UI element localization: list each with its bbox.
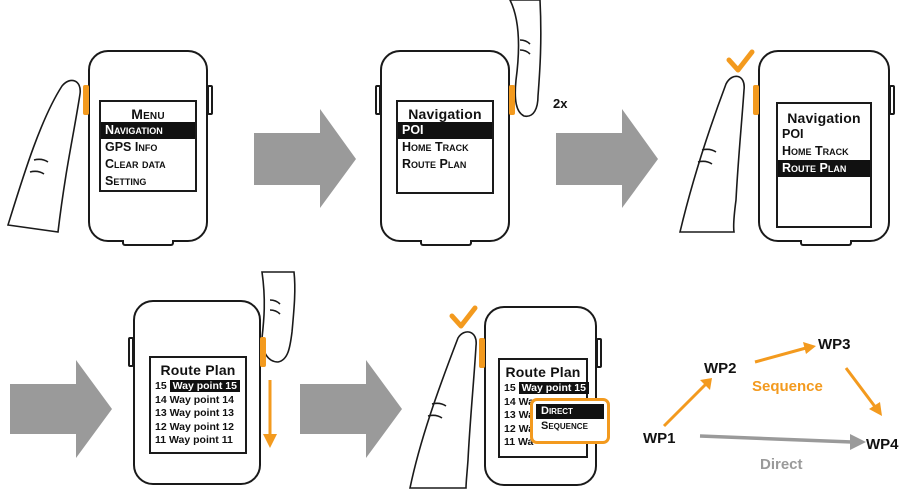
side-button[interactable] [753, 85, 759, 115]
side-button[interactable] [509, 85, 515, 115]
wp-number: 12 [504, 422, 516, 435]
direct-label: Direct [760, 456, 803, 473]
menu-item[interactable]: Clear data [105, 157, 166, 171]
wp-name: Way point 15 [169, 380, 240, 392]
list-item[interactable]: 11 Wa [500, 436, 586, 450]
screen-title: Navigation [787, 110, 861, 126]
finger-icon [261, 271, 296, 363]
wp-number: 15 [155, 380, 167, 392]
list-item[interactable]: 14 Way point 14 [151, 394, 245, 408]
menu-item[interactable]: POI [398, 122, 492, 139]
arrow-right-icon [254, 109, 356, 208]
direct-arrow [699, 434, 866, 450]
screen-title: Route Plan [505, 364, 581, 380]
screen: Route Plan 15 Way point 15 14 Way point … [149, 356, 247, 454]
device-step2: Navigation POI Home Track Route Plan [375, 50, 515, 246]
arrow-right-icon [300, 360, 402, 458]
side-button[interactable] [889, 85, 895, 115]
node-wp2: WP2 [704, 360, 737, 377]
sequence-arrows [662, 342, 882, 428]
bottom-tab [122, 240, 174, 246]
side-button[interactable] [83, 85, 89, 115]
menu-item[interactable]: Navigation [101, 122, 195, 139]
side-button[interactable] [207, 85, 213, 115]
wp-number: 15 [504, 382, 516, 394]
screen: Navigation POI Home Track Route Plan [396, 100, 494, 194]
bottom-tab [800, 240, 852, 246]
side-button[interactable] [375, 85, 381, 115]
wp-number: 12 [155, 420, 167, 433]
device-step5: Route Plan 15 Way point 15 14 Wa 13 Wa 1… [479, 306, 602, 486]
wp-name: Wa [518, 436, 534, 448]
menu-item[interactable]: Home Track [782, 144, 849, 158]
menu-item[interactable]: Setting [105, 174, 147, 188]
device-step1: Menu Navigation GPS Info Clear data Sett… [83, 50, 213, 246]
list-item[interactable]: 15 Way point 15 [151, 380, 245, 394]
side-button[interactable] [128, 337, 134, 367]
checkmark-icon [726, 49, 755, 73]
wp-name: Way point 15 [518, 382, 589, 394]
device-step4: Route Plan 15 Way point 15 14 Way point … [128, 300, 266, 485]
sequence-label: Sequence [752, 378, 823, 395]
checkmark-icon [449, 305, 478, 329]
menu-item[interactable]: POI [782, 127, 804, 141]
side-button[interactable] [596, 338, 602, 368]
wp-name: Way point 11 [169, 434, 233, 446]
node-wp3: WP3 [818, 336, 851, 353]
finger-icon [409, 331, 477, 489]
popup-option-direct[interactable]: Direct [536, 404, 604, 419]
menu-item[interactable]: Route Plan [778, 160, 870, 177]
bottom-tab [420, 240, 472, 246]
menu-item[interactable]: Home Track [402, 140, 469, 154]
finger-icon [678, 75, 745, 233]
wp-number: 13 [504, 409, 516, 421]
device-step3: Navigation POI Home Track Route Plan [753, 50, 895, 246]
side-button[interactable] [260, 337, 266, 367]
wp-name: Way point 13 [169, 407, 234, 419]
wp-number: 11 [504, 436, 516, 448]
arrow-right-icon [556, 109, 658, 208]
node-wp4: WP4 [866, 436, 899, 453]
wp-number: 11 [155, 434, 167, 446]
press-count-label: 2x [553, 96, 568, 111]
wp-name: Way point 14 [169, 393, 234, 406]
screen: Menu Navigation GPS Info Clear data Sett… [99, 100, 197, 192]
screen-title: Menu [131, 106, 165, 122]
menu-item[interactable]: Route Plan [402, 157, 467, 171]
side-button[interactable] [479, 338, 485, 368]
wp-number: 14 [155, 393, 167, 406]
finger-icon [6, 79, 81, 233]
list-item[interactable]: 11 Way point 11 [151, 434, 245, 448]
menu-item[interactable]: GPS Info [105, 140, 158, 154]
wp-name: Way point 12 [169, 420, 234, 433]
arrow-right-icon [10, 360, 112, 458]
finger-icon [509, 0, 542, 118]
wp-number: 14 [504, 395, 516, 408]
popup-option-sequence[interactable]: Sequence [541, 420, 588, 432]
list-item[interactable]: 13 Way point 13 [151, 407, 245, 421]
arrow-down-icon [263, 380, 277, 448]
screen-title: Navigation [408, 106, 482, 122]
wp-number: 13 [155, 407, 167, 419]
list-item[interactable]: 12 Way point 12 [151, 421, 245, 435]
route-mode-popup: Direct Sequence [530, 398, 610, 444]
screen-title: Route Plan [160, 362, 236, 378]
node-wp1: WP1 [643, 430, 676, 447]
screen: Navigation POI Home Track Route Plan [776, 102, 872, 228]
list-item[interactable]: 15 Way point 15 [500, 382, 589, 396]
